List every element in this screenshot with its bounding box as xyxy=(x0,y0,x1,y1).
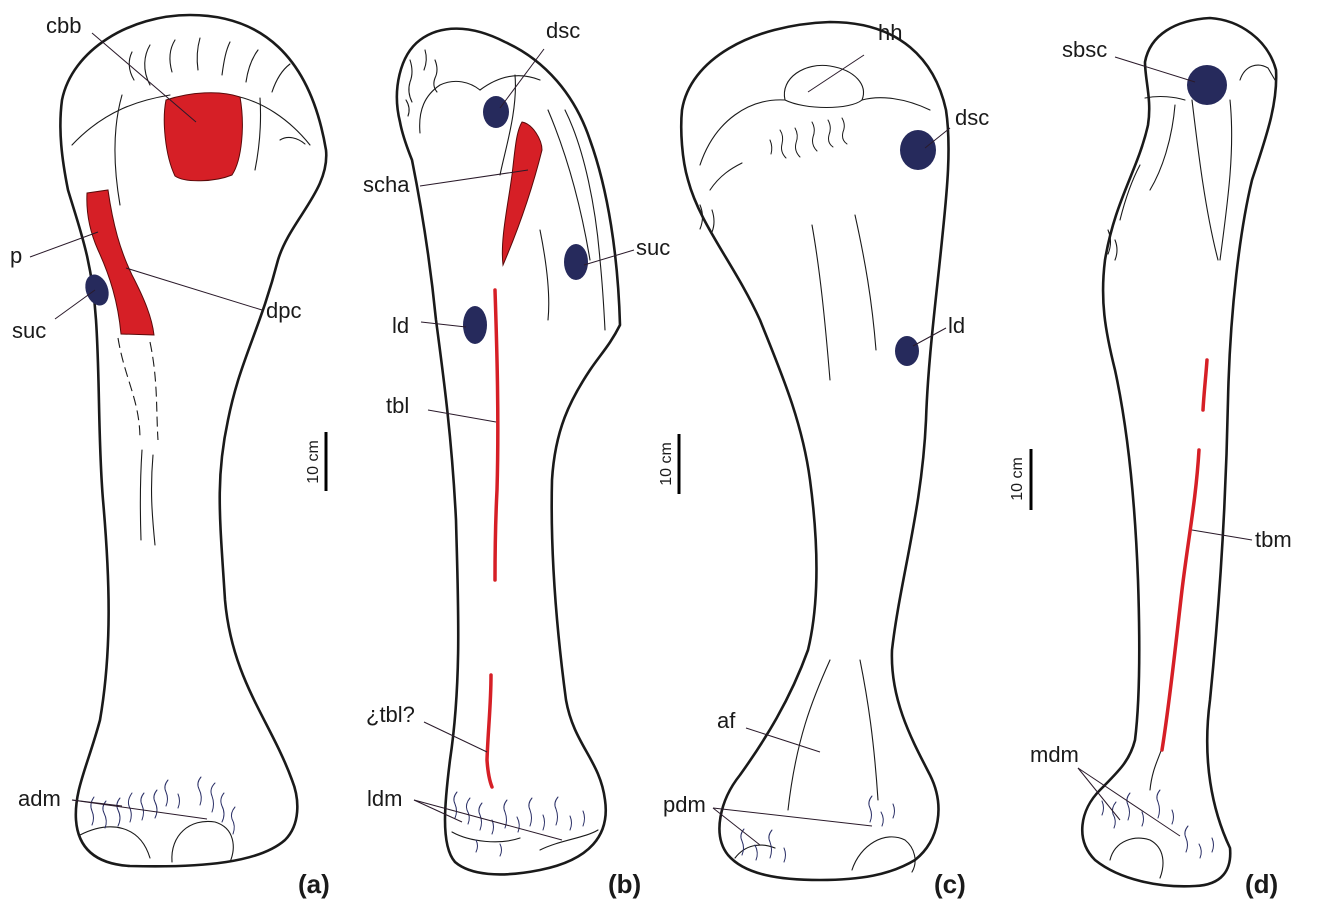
panel-d: sbsc tbm mdm (d) 10 cm xyxy=(1009,18,1292,899)
label-tbl-q: ¿tbl? xyxy=(366,702,415,727)
label-tbl: tbl xyxy=(386,393,409,418)
label-ld-b: ld xyxy=(392,313,409,338)
scale-bar-d: 10 cm xyxy=(1009,449,1031,510)
label-ldm: ldm xyxy=(367,786,402,811)
label-af: af xyxy=(717,708,736,733)
panel-label-c: (c) xyxy=(934,869,966,899)
humerus-outline-d xyxy=(1082,18,1276,886)
svg-text:10 cm: 10 cm xyxy=(305,440,322,484)
ld-attachment-b xyxy=(463,306,487,344)
svg-text:10 cm: 10 cm xyxy=(658,442,675,486)
ld-attachment-c xyxy=(895,336,919,366)
panel-b: dsc scha suc ld tbl ¿tbl? ldm (b) xyxy=(363,18,670,899)
humerus-outline-b xyxy=(397,29,620,875)
dsc-attachment-c xyxy=(900,130,936,170)
label-dsc-b: dsc xyxy=(546,18,580,43)
svg-text:10 cm: 10 cm xyxy=(1009,457,1026,501)
panel-label-a: (a) xyxy=(298,869,330,899)
label-dsc-c: dsc xyxy=(955,105,989,130)
label-mdm: mdm xyxy=(1030,742,1079,767)
label-ld-c: ld xyxy=(948,313,965,338)
label-tbm: tbm xyxy=(1255,527,1292,552)
panel-label-b: (b) xyxy=(608,869,641,899)
sbsc-attachment xyxy=(1187,65,1227,105)
panel-label-d: (d) xyxy=(1245,869,1278,899)
label-adm: adm xyxy=(18,786,61,811)
panel-a: cbb p dpc suc adm (a) 10 cm xyxy=(10,13,330,899)
suc-attachment-b xyxy=(564,244,588,280)
label-hh: hh xyxy=(878,20,902,45)
panel-c: hh dsc ld af pdm (c) 10 cm xyxy=(658,20,989,899)
label-sbsc: sbsc xyxy=(1062,37,1107,62)
label-cbb: cbb xyxy=(46,13,81,38)
label-pdm: pdm xyxy=(663,792,706,817)
scale-bar-a: 10 cm xyxy=(305,432,326,491)
label-scha: scha xyxy=(363,172,410,197)
label-suc-a: suc xyxy=(12,318,46,343)
label-dpc: dpc xyxy=(266,298,301,323)
cbb-attachment xyxy=(164,93,242,181)
scale-bar-c: 10 cm xyxy=(658,434,679,494)
label-p: p xyxy=(10,243,22,268)
label-suc-b: suc xyxy=(636,235,670,260)
